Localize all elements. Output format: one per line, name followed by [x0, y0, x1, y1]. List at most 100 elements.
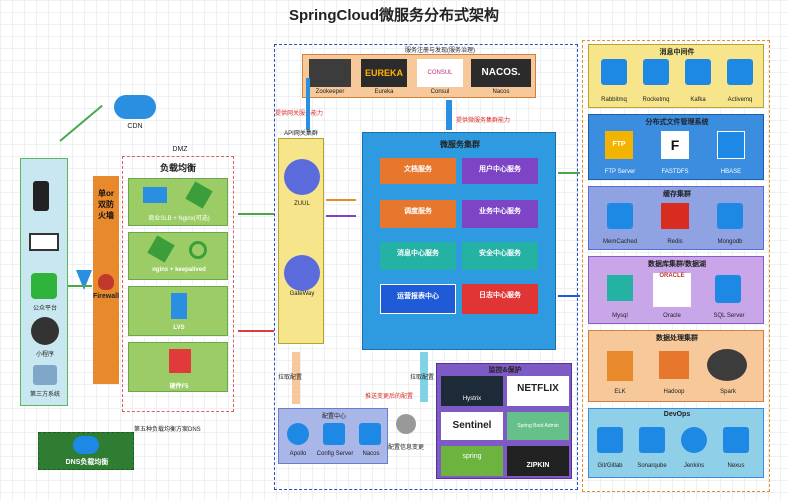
config-header: 配置中心: [321, 414, 346, 420]
nexus-icon: [723, 427, 749, 453]
gateway-header: API网关集群: [284, 131, 318, 137]
thirdparty-icon: [33, 365, 57, 385]
mongodb-icon: [717, 203, 743, 229]
monitor-panel: 监控&保护 Hystrix NETFLIX Sentinel Spring Bo…: [436, 363, 572, 479]
bigdata-item-label: ELK: [614, 389, 626, 395]
mq-item-label: Rabbitmq: [601, 97, 627, 103]
cdn-label: CDN: [127, 123, 143, 130]
push-note: 推送变更后的配置: [365, 394, 414, 400]
nacos-config-icon: [359, 423, 381, 445]
arrow-ms-to-mq: [558, 172, 580, 174]
arrow-ms-to-db: [558, 295, 580, 297]
fs-item-label: HBASE: [720, 169, 742, 175]
gateway-panel: ZUUL GateWay: [278, 138, 324, 344]
service-message: 消息中心服务: [380, 242, 456, 270]
config-item-label: Nacos: [362, 451, 380, 457]
cache-item-label: MemCached: [602, 239, 637, 245]
devops-panel: DevOps Git/Gitlab Sonarqube Jenkins Nexu…: [588, 408, 764, 478]
registry-item-label: Consul: [430, 89, 450, 95]
flame-icon: [98, 274, 114, 290]
arrow-gateway-to-dmz: [238, 330, 274, 332]
registry-right-note: 提供微服务集群能力: [456, 118, 511, 124]
bigdata-panel: 数据处理集群 ELK Hadoop Spark: [588, 330, 764, 402]
dns-box: DNS负载均衡: [38, 432, 134, 470]
devops-item-label: Nexus: [727, 463, 745, 469]
arrow-ms-to-gateway: [326, 215, 356, 217]
phone-icon: [33, 181, 49, 211]
config-item-label: Config Server: [316, 451, 354, 457]
ftp-icon: FTP: [605, 131, 633, 159]
hystrix-logo: Hystrix: [441, 376, 503, 406]
bigdata-item-label: Spark: [720, 389, 736, 395]
lb-label: nginx + keepalived: [152, 267, 206, 273]
service-user: 用户中心服务: [462, 158, 538, 184]
registry-left-note: 提供网关服务能力: [275, 111, 324, 117]
lb-label: 硬件F5: [169, 384, 189, 390]
network-topology-icon: [169, 349, 191, 373]
lb-option-slb: 商业SLB + Nginx(可选): [128, 178, 228, 226]
service-doc: 文档服务: [380, 158, 456, 184]
arrow-config-gateway: [292, 352, 300, 404]
rabbitmq-icon: [601, 59, 627, 85]
core-area: [274, 44, 578, 490]
mq-panel: 消息中间件 Rabbitmq Rocketmq Kafka Activemq: [588, 44, 764, 108]
devops-item-label: Sonarqube: [637, 463, 667, 469]
kafka-icon: [685, 59, 711, 85]
arrow-clients-to-firewall: [68, 285, 92, 287]
db-panel: 数据库集群/数据湖 Mysql ORACLE Oracle SQL Server: [588, 256, 764, 324]
config-server-icon: [323, 423, 345, 445]
hadoop-icon: [659, 351, 689, 379]
db-item-label: Mysql: [612, 313, 628, 319]
page-title: SpringCloud微服务分布式架构: [289, 7, 499, 24]
arrow-config-ms: [420, 352, 428, 402]
mq-item-label: Activemq: [727, 97, 753, 103]
mq-item-label: Rocketmq: [642, 97, 670, 103]
memcached-icon: [607, 203, 633, 229]
activemq-icon: [727, 59, 753, 85]
oracle-icon: ORACLE: [653, 273, 691, 307]
client-label: 第三方系统: [29, 392, 60, 398]
zipkin-logo: ZIPKIN: [507, 446, 569, 476]
zookeeper-logo: [309, 59, 351, 87]
eureka-logo: EUREKA: [361, 59, 407, 87]
lb-option-lvs: LVS: [128, 286, 228, 336]
dmz-header: 负载均衡: [159, 163, 196, 173]
hbase-icon: [717, 131, 745, 159]
cache-item-label: Redis: [667, 239, 683, 245]
lb-option-nginx: nginx + keepalived: [128, 232, 228, 280]
registry-item-label: Eureka: [374, 89, 394, 95]
bigdata-header: 数据处理集群: [656, 335, 698, 342]
firewall-vertical-text: 单or双防火墙: [98, 189, 114, 220]
turbine-logo: NETFLIX: [507, 376, 569, 406]
cdn-cloud-icon: [114, 95, 156, 119]
arrow-registry-gateway: [306, 78, 310, 130]
db-item-label: Oracle: [663, 313, 681, 319]
arrow-gateway-to-ms: [326, 199, 356, 201]
registry-header: 服务注册与发现(服务治理): [405, 48, 475, 54]
wechat-icon: [31, 273, 57, 299]
arrow-registry-microservices: [446, 100, 452, 130]
laptop-icon: [29, 233, 59, 251]
arrow-dmz-to-gateway: [238, 213, 274, 215]
service-business: 业务中心服务: [462, 200, 538, 228]
sonarqube-icon: [639, 427, 665, 453]
rocketmq-icon: [643, 59, 669, 85]
cache-item-label: Mongodb: [717, 239, 743, 245]
jenkins-icon: [681, 427, 707, 453]
clients-panel: 公众平台 小程序 第三方系统: [20, 158, 68, 406]
nacos-logo: NACOS.: [471, 59, 531, 87]
nginx-icon: [185, 181, 213, 209]
dmz-panel: 负载均衡: [122, 156, 234, 412]
fs-item-label: FASTDFS: [661, 169, 689, 175]
dmz-label: DMZ: [172, 146, 188, 153]
registry-item-label: Nacos: [492, 89, 510, 95]
pull-right-label: 拉取配置: [410, 375, 435, 381]
devops-header: DevOps: [663, 411, 691, 418]
dns-icon: [73, 436, 99, 454]
infra-area: [582, 40, 770, 492]
network-icon: [189, 241, 207, 259]
lb-label: LVS: [173, 325, 185, 331]
mq-header: 消息中间件: [659, 49, 695, 56]
devops-item-label: Jenkins: [683, 463, 705, 469]
switch-icon: [143, 187, 167, 203]
